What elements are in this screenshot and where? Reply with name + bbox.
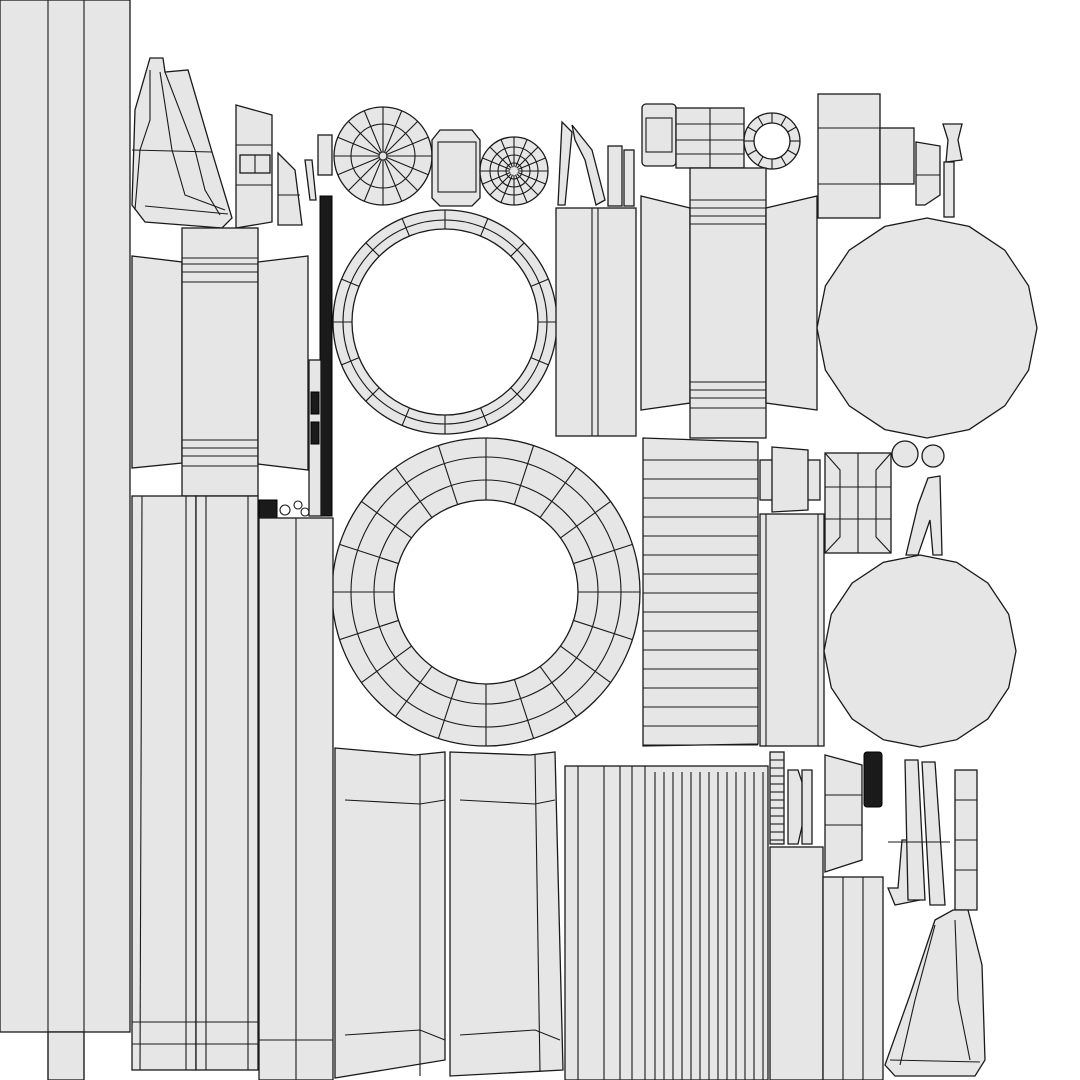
uv-island-bottom-right-parts — [887, 759, 978, 911]
uv-island-dense-strip — [258, 195, 333, 519]
uv-island-body-panel-left — [131, 227, 309, 497]
uv-island-cross-box — [817, 93, 915, 219]
uv-island-octagon-box — [431, 129, 481, 207]
uv-island-ribbed-panel — [642, 437, 759, 747]
uv-island-bent-panel-2 — [449, 751, 564, 1077]
uv-island-dots-curve — [891, 440, 945, 556]
uv-island-curved-strip-center — [557, 120, 635, 207]
uv-island-body-panel-right — [640, 167, 818, 439]
uv-island-stripe-block — [564, 765, 769, 1080]
uv-island-small-cap — [641, 103, 745, 169]
uv-island-small-squares — [759, 446, 825, 747]
uv-island-ring-small — [743, 112, 801, 170]
uv-island-lower-strips — [131, 495, 334, 1080]
uv-island-small-hinge — [235, 104, 333, 229]
uv-island-small-parts-bottom — [769, 751, 884, 1080]
uv-island-circle-large-bottom — [823, 554, 1017, 748]
uv-island-bent-panel-1 — [334, 747, 446, 1079]
uv-island-bracket-bottom-right — [884, 909, 986, 1077]
uv-island-radial-disc-2 — [479, 136, 549, 206]
uv-island-circle-large-top — [816, 217, 1038, 439]
uv-island-ring-large — [332, 209, 558, 435]
uv-island-tall-strips-left — [0, 0, 131, 1080]
uv-island-ring-donut — [331, 437, 641, 747]
uv-island-center-box — [555, 207, 637, 437]
uv-island-radial-disc-1 — [333, 106, 433, 206]
uv-island-bow-tie — [824, 452, 892, 554]
uv-island-bracket-top-left — [131, 57, 233, 229]
uv-island-bolt — [915, 123, 963, 218]
